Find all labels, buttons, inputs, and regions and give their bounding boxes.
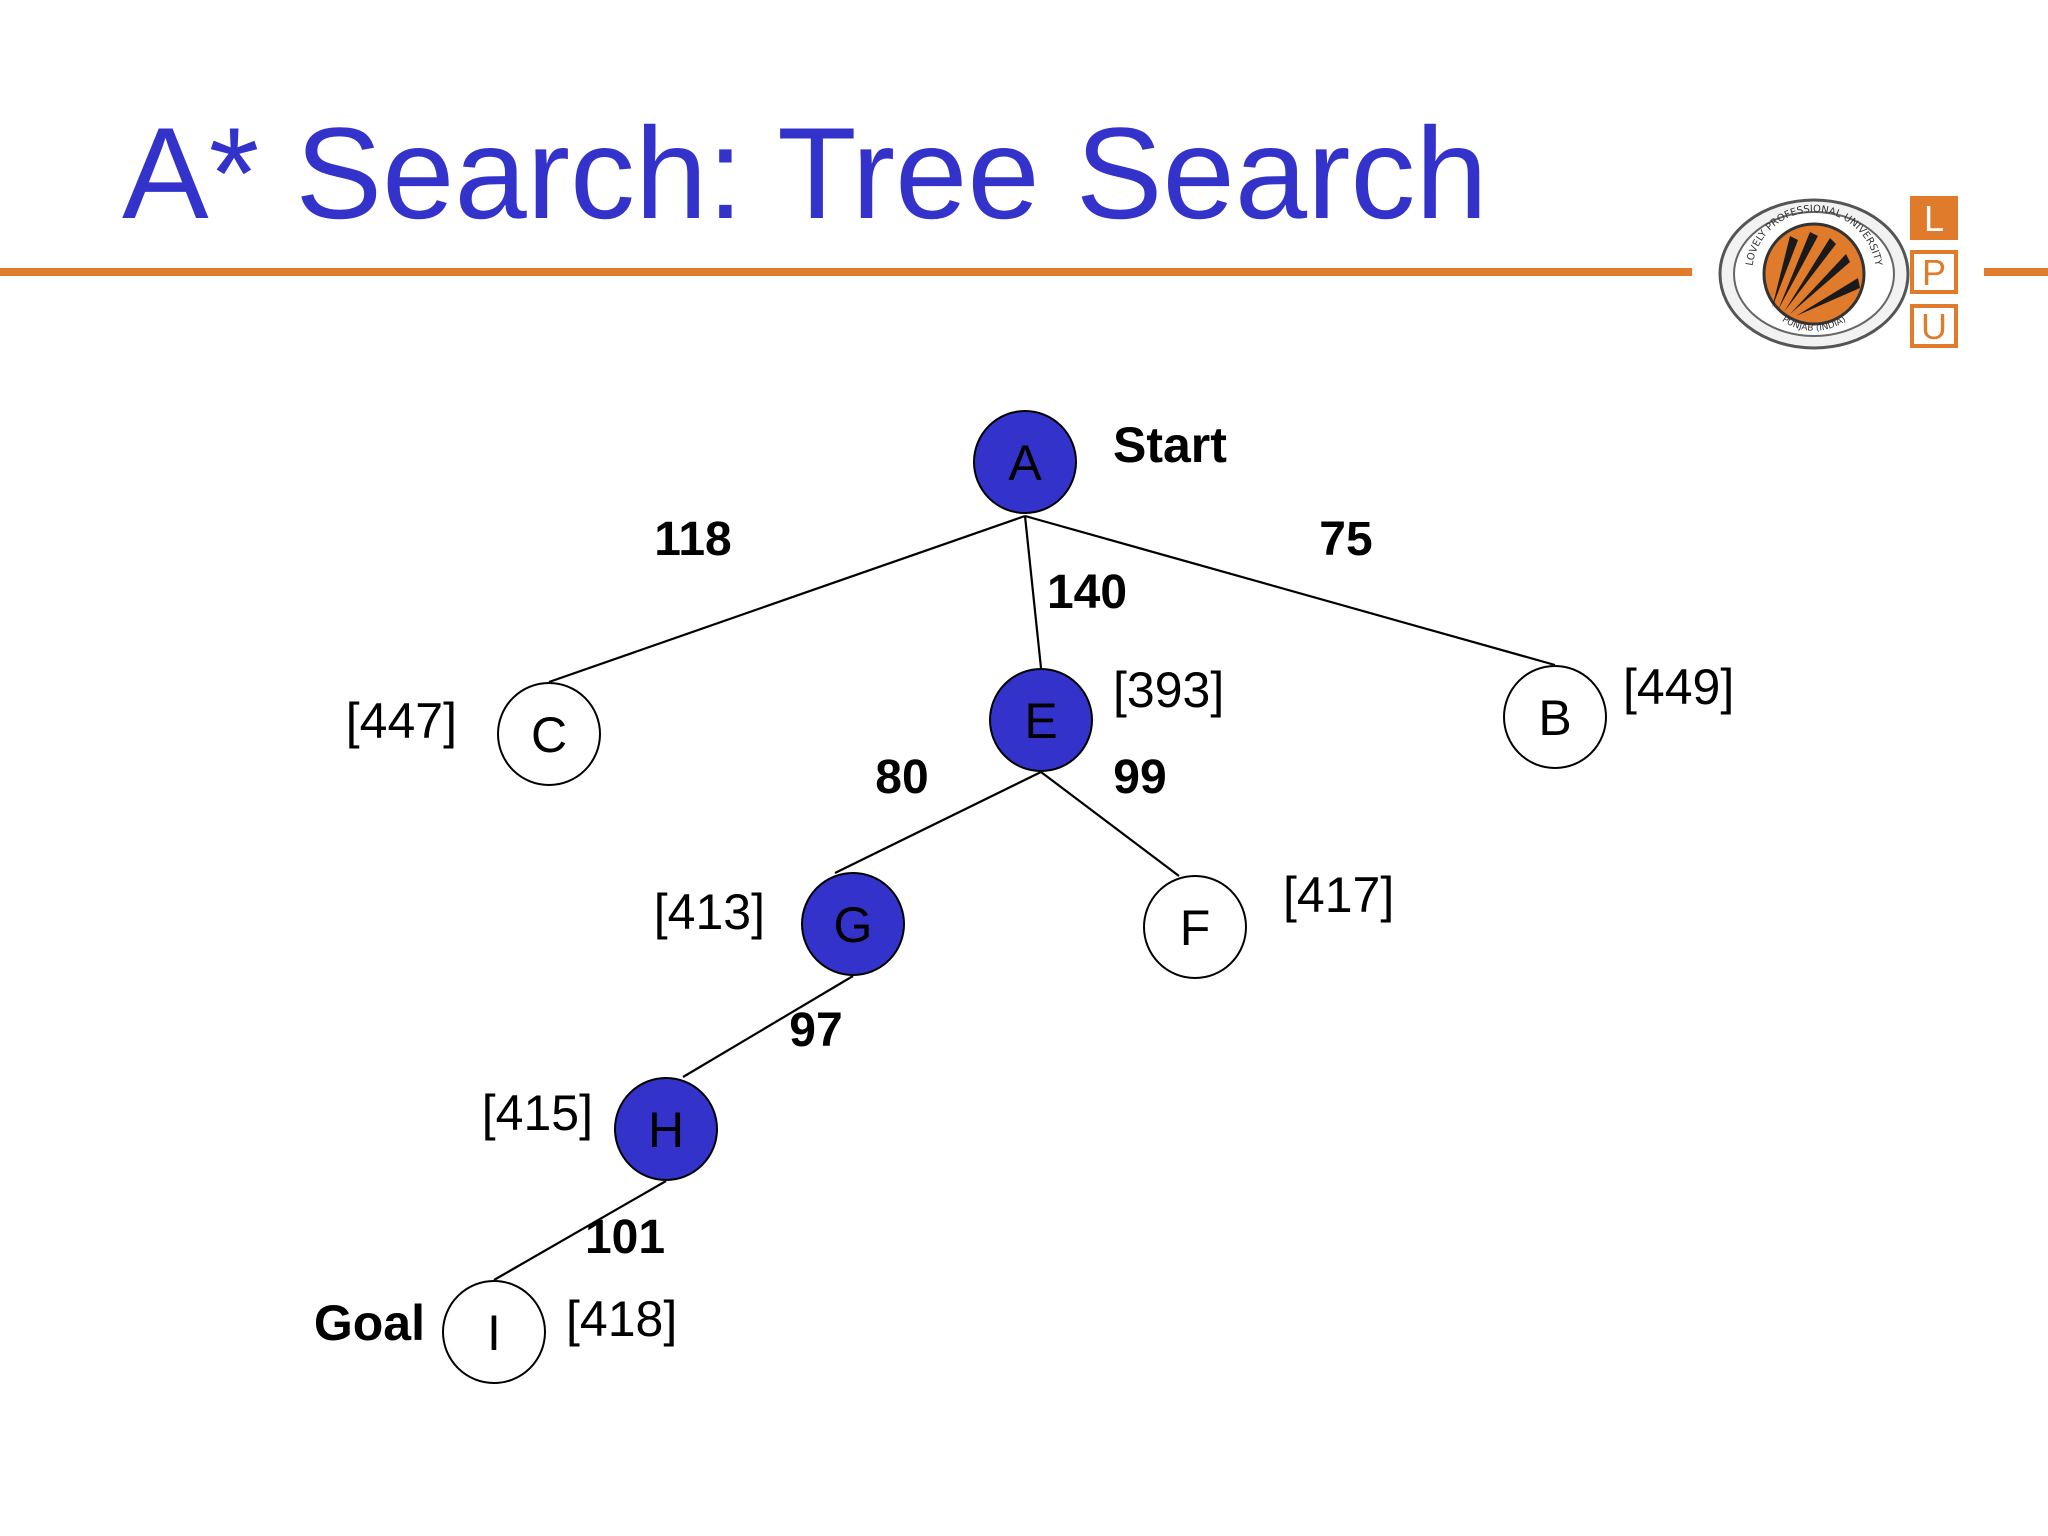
node-circle	[497, 682, 601, 786]
node-cost-h: [415]	[482, 1085, 593, 1141]
university-seal-icon: LOVELY PROFESSIONAL UNIVERSITY PUNJAB (I…	[1718, 198, 1910, 350]
node-circle	[1143, 875, 1247, 979]
node-label: A	[1008, 435, 1042, 491]
edge-e-g	[834, 771, 1042, 874]
edge-weight-h-i: 101	[585, 1211, 665, 1264]
tree-node-c: C	[497, 682, 601, 786]
node-cost-b: [449]	[1623, 659, 1734, 715]
edge-weight-e-f: 99	[1113, 751, 1166, 804]
tree-node-e: E	[989, 668, 1093, 772]
edge-g-h	[682, 975, 854, 1078]
node-cost-c: [447]	[346, 693, 457, 749]
node-label: I	[487, 1305, 501, 1361]
brand-letter-p: P	[1910, 250, 1958, 294]
edge-weight-e-g: 80	[875, 751, 928, 804]
edge-h-i	[493, 1180, 667, 1281]
slide-title: A* Search: Tree Search	[122, 100, 1488, 246]
node-cost-e: [393]	[1113, 662, 1224, 718]
tree-node-a: A	[973, 410, 1077, 514]
start-label: Start	[1113, 417, 1227, 473]
node-label: G	[834, 897, 873, 953]
tree-node-g: G	[801, 872, 905, 976]
title-divider-end	[1984, 268, 2048, 276]
tree-node-i: I	[442, 1280, 546, 1384]
goal-label: Goal	[314, 1295, 425, 1351]
edge-e-f	[1040, 771, 1180, 877]
node-cost-g: [413]	[654, 884, 765, 940]
node-circle	[1503, 665, 1607, 769]
edge-weight-g-h: 97	[789, 1004, 842, 1057]
tree-node-h: H	[614, 1077, 718, 1181]
edge-weight-a-e: 140	[1047, 566, 1127, 619]
brand-letter-u: U	[1910, 304, 1958, 348]
tree-node-f: F	[1143, 875, 1247, 979]
edge-a-c	[548, 514, 1026, 684]
edge-a-e	[1023, 515, 1043, 669]
edge-a-b	[1024, 514, 1556, 667]
node-circle	[442, 1280, 546, 1384]
node-cost-i: [418]	[566, 1291, 677, 1347]
node-label: E	[1024, 693, 1057, 749]
brand-letter-l: L	[1910, 196, 1958, 240]
node-label: C	[531, 707, 567, 763]
node-circle	[614, 1077, 718, 1181]
node-circle	[989, 668, 1093, 772]
node-label: B	[1538, 690, 1571, 746]
title-divider	[0, 268, 1692, 276]
node-cost-f: [417]	[1283, 867, 1394, 923]
edge-weight-a-b: 75	[1319, 513, 1372, 566]
node-circle	[973, 410, 1077, 514]
node-label: F	[1180, 900, 1211, 956]
node-label: H	[648, 1102, 684, 1158]
edge-weight-a-c: 118	[654, 513, 731, 566]
tree-node-b: B	[1503, 665, 1607, 769]
node-circle	[801, 872, 905, 976]
